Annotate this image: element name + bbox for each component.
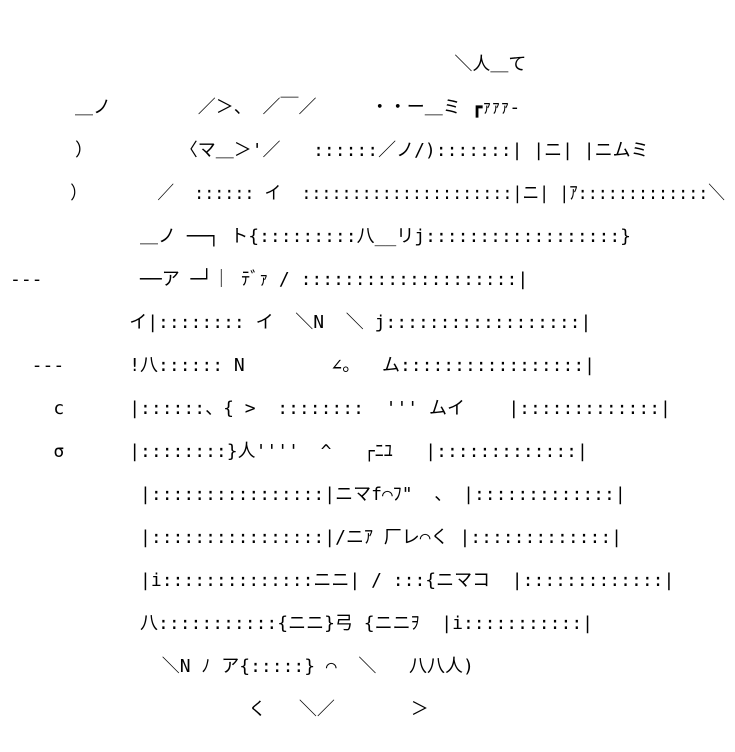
ascii-art-line: ＼人＿て [10,54,526,75]
ascii-art-line: |i::::::::::::::ニニ| / :::{ニマコ |:::::::::… [10,570,674,591]
ascii-art-line: ＿ノ ──┐ ト{:::::::::八__リj:::::::::::::::::… [10,226,631,247]
ascii-art-line: |::::::::::::::::|/ニｱ 厂レ⌒く |::::::::::::… [10,527,622,548]
ascii-art-line: |::::::::::::::::|ニマf⌒ﾌ" 、 |::::::::::::… [10,484,626,505]
ascii-art-line: ＿ノ ／＞、 ／￣／ ・・ー＿ミ ┏ｧｧｧ- [10,97,520,118]
ascii-art-line: σ |::::::::}人'''' ^ ┌ﾆﾕ |:::::::::::::| [10,441,588,462]
ascii-art-line: c |::::::、{ > :::::::: ''' ムイ |:::::::::… [10,398,671,419]
ascii-art-line: --- ──ア ─┘｜ ﾃﾞｧ / ::::::::::::::::::::| [10,268,528,290]
ascii-art-line: ） 〈マ＿＞'／ ::::::／ノ/):::::::| |ニ| |ニムミ [10,140,649,161]
ascii-art-line: く ＼／ ＞ [10,699,429,720]
ascii-art-line: 八:::::::::::{ニニ}弓 {ニニｦ |i:::::::::::| [10,613,593,634]
ascii-art-line: --- !八:::::: N ∠。 ム:::::::::::::::::| [10,355,595,376]
ascii-art-line: ＼N ﾉ ア{:::::} ⌒ ＼ 八八人) [10,656,474,677]
ascii-art-line: イ|:::::::: イ ＼N ＼ j::::::::::::::::::| [10,312,591,333]
ascii-art-line: ） ／ :::::: イ :::::::::::::::::::::|ニ| |ｱ… [10,183,725,204]
ascii-art-lines: ＼人＿て ＿ノ ／＞、 ／￣／ ・・ー＿ミ ┏ｧｧｧ- ） 〈マ＿＞'／ :::… [10,54,725,720]
